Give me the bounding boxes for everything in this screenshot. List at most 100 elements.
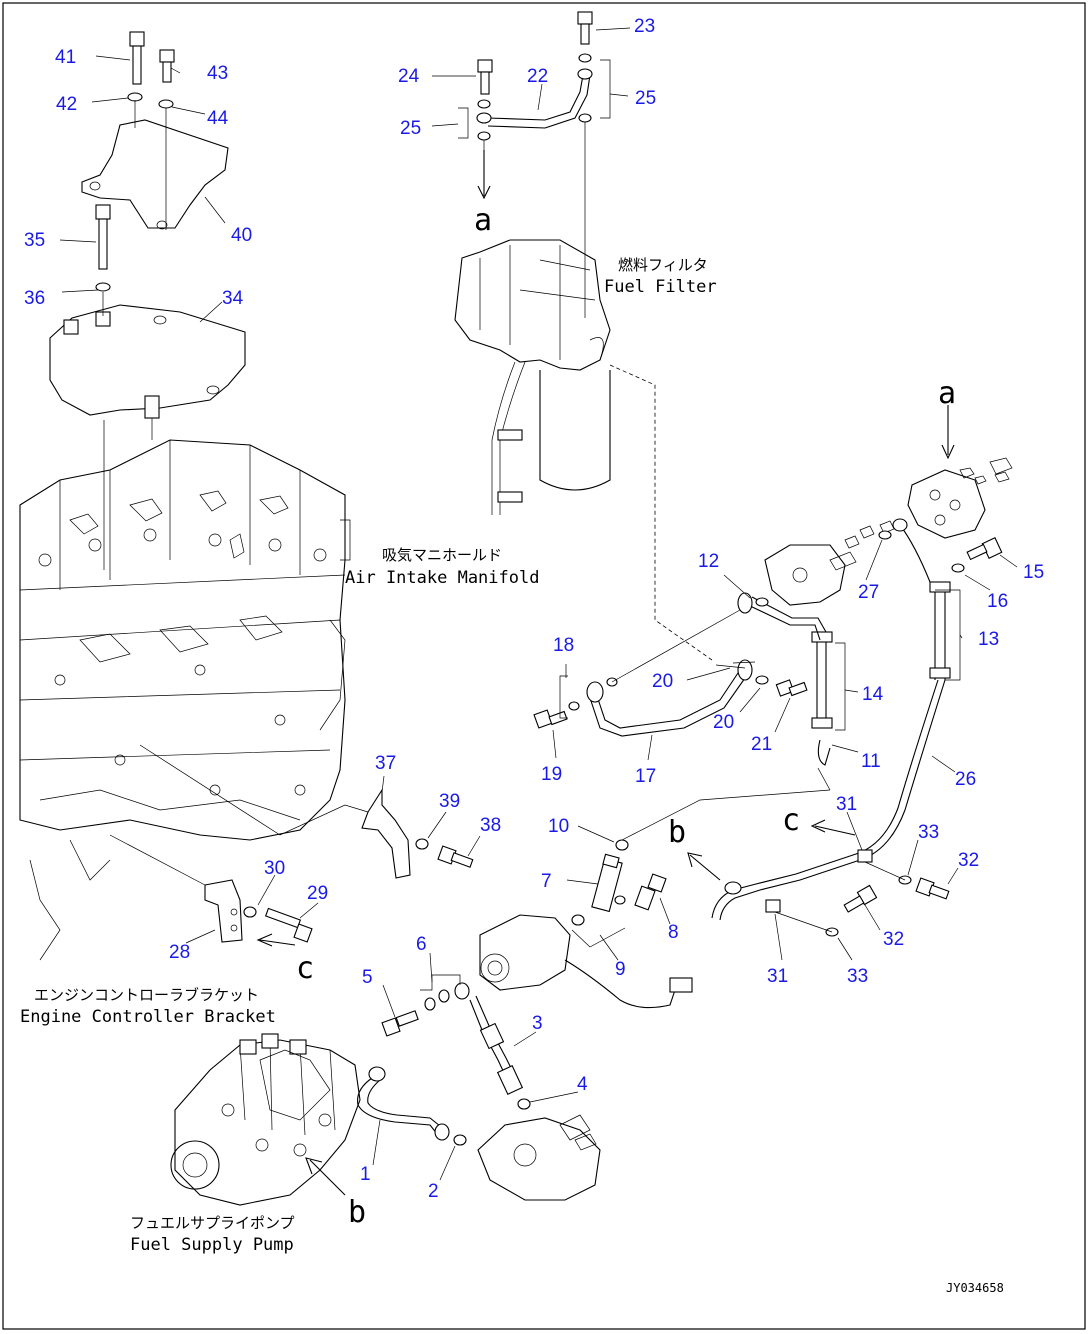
washer-27 <box>878 530 892 540</box>
bolt-41 <box>129 31 145 85</box>
bolt-32-top <box>915 877 950 900</box>
callout-22: 22 <box>527 66 548 87</box>
ref-c-right: c <box>782 803 800 838</box>
tube-12-14 <box>747 596 827 641</box>
fitting-18 <box>586 681 604 703</box>
bracket-37 <box>361 788 411 879</box>
fuel-pump-label: Fuel Supply Pump <box>130 1235 294 1255</box>
clamp-31-top <box>857 849 873 863</box>
washer-39 <box>415 838 429 850</box>
callout-40: 40 <box>231 225 252 246</box>
tube-17 <box>587 669 746 737</box>
ref-a-top: a <box>474 203 492 238</box>
washer-36 <box>95 282 111 292</box>
washer-42 <box>127 92 143 102</box>
callout-44: 44 <box>207 108 229 129</box>
ref-b-bottom: b <box>348 1195 366 1230</box>
callout-4: 4 <box>577 1074 588 1095</box>
fuel-pump-label-jp: フュエルサプライポンプ <box>130 1214 295 1232</box>
callout-39: 39 <box>439 791 460 812</box>
arrow-a-top-head <box>477 185 491 200</box>
bracket-34 <box>49 304 246 419</box>
callout-31-bottom: 31 <box>767 966 788 987</box>
fitting-6 <box>454 982 470 1000</box>
callout-33-top: 33 <box>918 822 939 843</box>
clamp-31-bottom <box>765 899 781 913</box>
bolt-29 <box>264 907 313 943</box>
arrow-c-right <box>810 819 856 836</box>
supply-pump-head <box>477 1114 601 1201</box>
callout-20-right: 20 <box>713 712 734 733</box>
bolt-21 <box>775 679 808 697</box>
drawing-code: JY034658 <box>946 1281 1004 1295</box>
tube-22 <box>476 53 593 141</box>
leader-lines <box>59 27 1018 1181</box>
callout-21: 21 <box>751 734 772 755</box>
valve-block-mid <box>764 520 895 606</box>
washer-6a <box>424 997 436 1011</box>
bolt-35 <box>95 204 111 270</box>
callout-5: 5 <box>362 967 373 988</box>
labels: 燃料フィルタ Fuel Filter 吸気マニホールド Air Intake M… <box>20 256 717 1255</box>
hose-3 <box>469 995 524 1095</box>
air-intake-label-jp: 吸気マニホールド <box>382 546 502 564</box>
callout-9: 9 <box>615 959 626 980</box>
filter-hose-line <box>609 364 713 661</box>
callouts: 41 43 42 44 40 35 36 34 24 22 23 25 25 1… <box>24 16 1044 1202</box>
o-ring-2 <box>453 1134 467 1146</box>
bolt-38 <box>437 845 474 868</box>
callout-10: 10 <box>548 816 569 837</box>
fitting-7 <box>591 853 623 913</box>
callout-1: 1 <box>360 1164 371 1185</box>
washer-6b <box>438 989 450 1003</box>
washer-18 <box>568 701 580 711</box>
callout-24: 24 <box>398 66 420 87</box>
callout-25-left: 25 <box>400 118 421 139</box>
bolt-5 <box>381 1010 419 1037</box>
air-intake-label: Air Intake Manifold <box>345 568 539 588</box>
callout-3: 3 <box>532 1013 543 1034</box>
valve-block-right <box>907 457 1013 539</box>
callout-6: 6 <box>416 934 427 955</box>
callout-7: 7 <box>541 871 552 892</box>
callout-18: 18 <box>553 635 574 656</box>
bolt-19 <box>533 709 568 729</box>
washer-12 <box>755 597 769 607</box>
arrow-b-left <box>305 1157 346 1196</box>
bolt-32-bottom <box>843 884 878 913</box>
ref-a-right: a <box>938 376 956 411</box>
arrow-b-right <box>687 852 721 881</box>
callout-17: 17 <box>635 766 656 787</box>
callout-8: 8 <box>668 922 679 943</box>
callout-30: 30 <box>264 858 285 879</box>
tube-26 <box>711 679 946 921</box>
callout-2: 2 <box>428 1181 439 1202</box>
callout-11: 11 <box>861 751 881 772</box>
engine-block <box>19 439 351 961</box>
washer-16 <box>951 563 965 573</box>
callout-32-top: 32 <box>958 850 979 871</box>
callout-26: 26 <box>955 769 976 790</box>
reference-letters: a a b b c c <box>296 203 956 1230</box>
callout-35: 35 <box>24 230 45 251</box>
arrow-a-right <box>941 405 955 460</box>
fitting-11 <box>817 739 831 766</box>
washer-9a <box>614 895 626 905</box>
callout-23: 23 <box>634 16 655 37</box>
tube-1 <box>357 1066 450 1141</box>
ref-c-left: c <box>296 951 314 986</box>
washer-44 <box>158 99 174 109</box>
engine-bracket-label-jp: エンジンコントローラブラケット <box>34 986 259 1004</box>
bolt-23 <box>577 11 593 45</box>
callout-37: 37 <box>375 753 396 774</box>
callout-38: 38 <box>480 815 501 836</box>
fuel-filter-label: Fuel Filter <box>604 277 717 297</box>
fuel-supply-pump <box>170 1033 361 1206</box>
fitting-20 <box>737 659 753 681</box>
callout-43: 43 <box>207 63 228 84</box>
o-ring-10 <box>615 839 629 851</box>
tube-13 <box>899 524 951 680</box>
callout-31-top: 31 <box>836 794 857 815</box>
callout-12: 12 <box>698 551 719 572</box>
